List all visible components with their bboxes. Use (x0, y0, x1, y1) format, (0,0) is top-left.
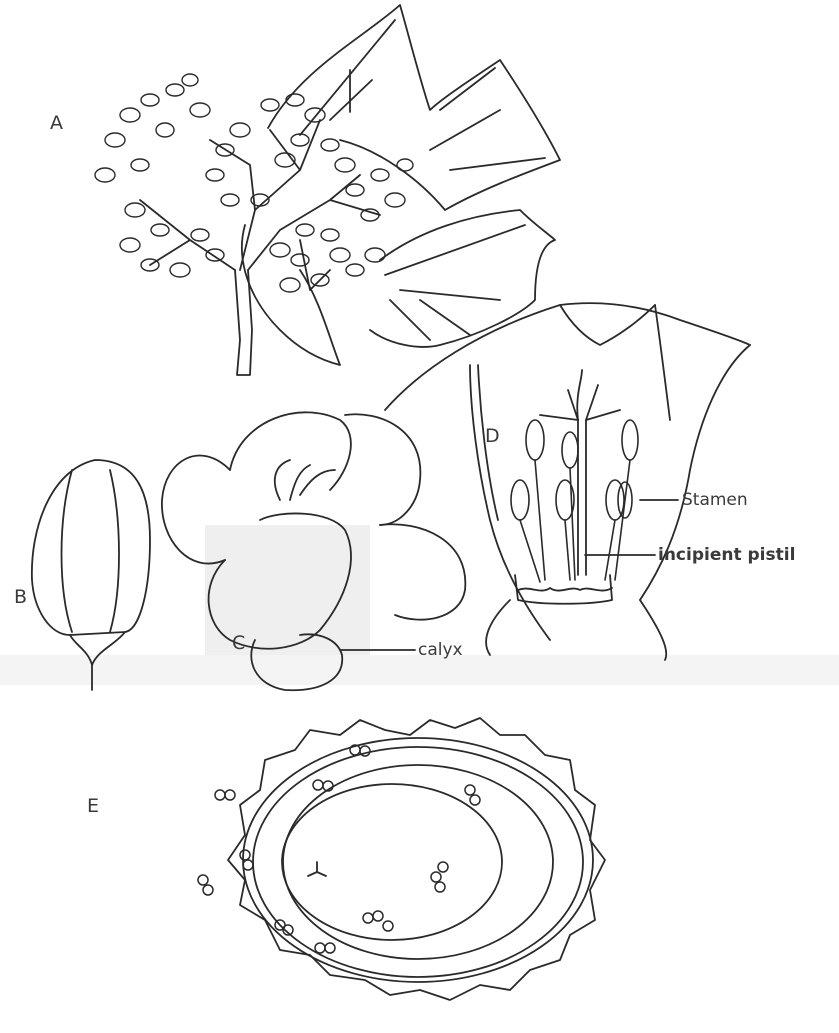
pistil-label: incipient pistil (658, 545, 795, 565)
stamen-label: Stamen (682, 490, 748, 510)
panel-label-d: D (485, 425, 500, 447)
panel-label-a: A (50, 112, 63, 134)
stem (235, 270, 252, 375)
leaf (242, 225, 340, 365)
panel-label-b: B (14, 586, 27, 608)
panel-d-section (385, 303, 750, 660)
leaf (268, 5, 560, 210)
calyx-label: calyx (418, 640, 463, 660)
panel-a-flowering-branch (95, 5, 560, 375)
leaf (370, 210, 555, 347)
panel-label-c: C (232, 632, 245, 654)
panel-label-e: E (87, 795, 99, 817)
panel-e-floral-diagram (198, 718, 605, 1000)
